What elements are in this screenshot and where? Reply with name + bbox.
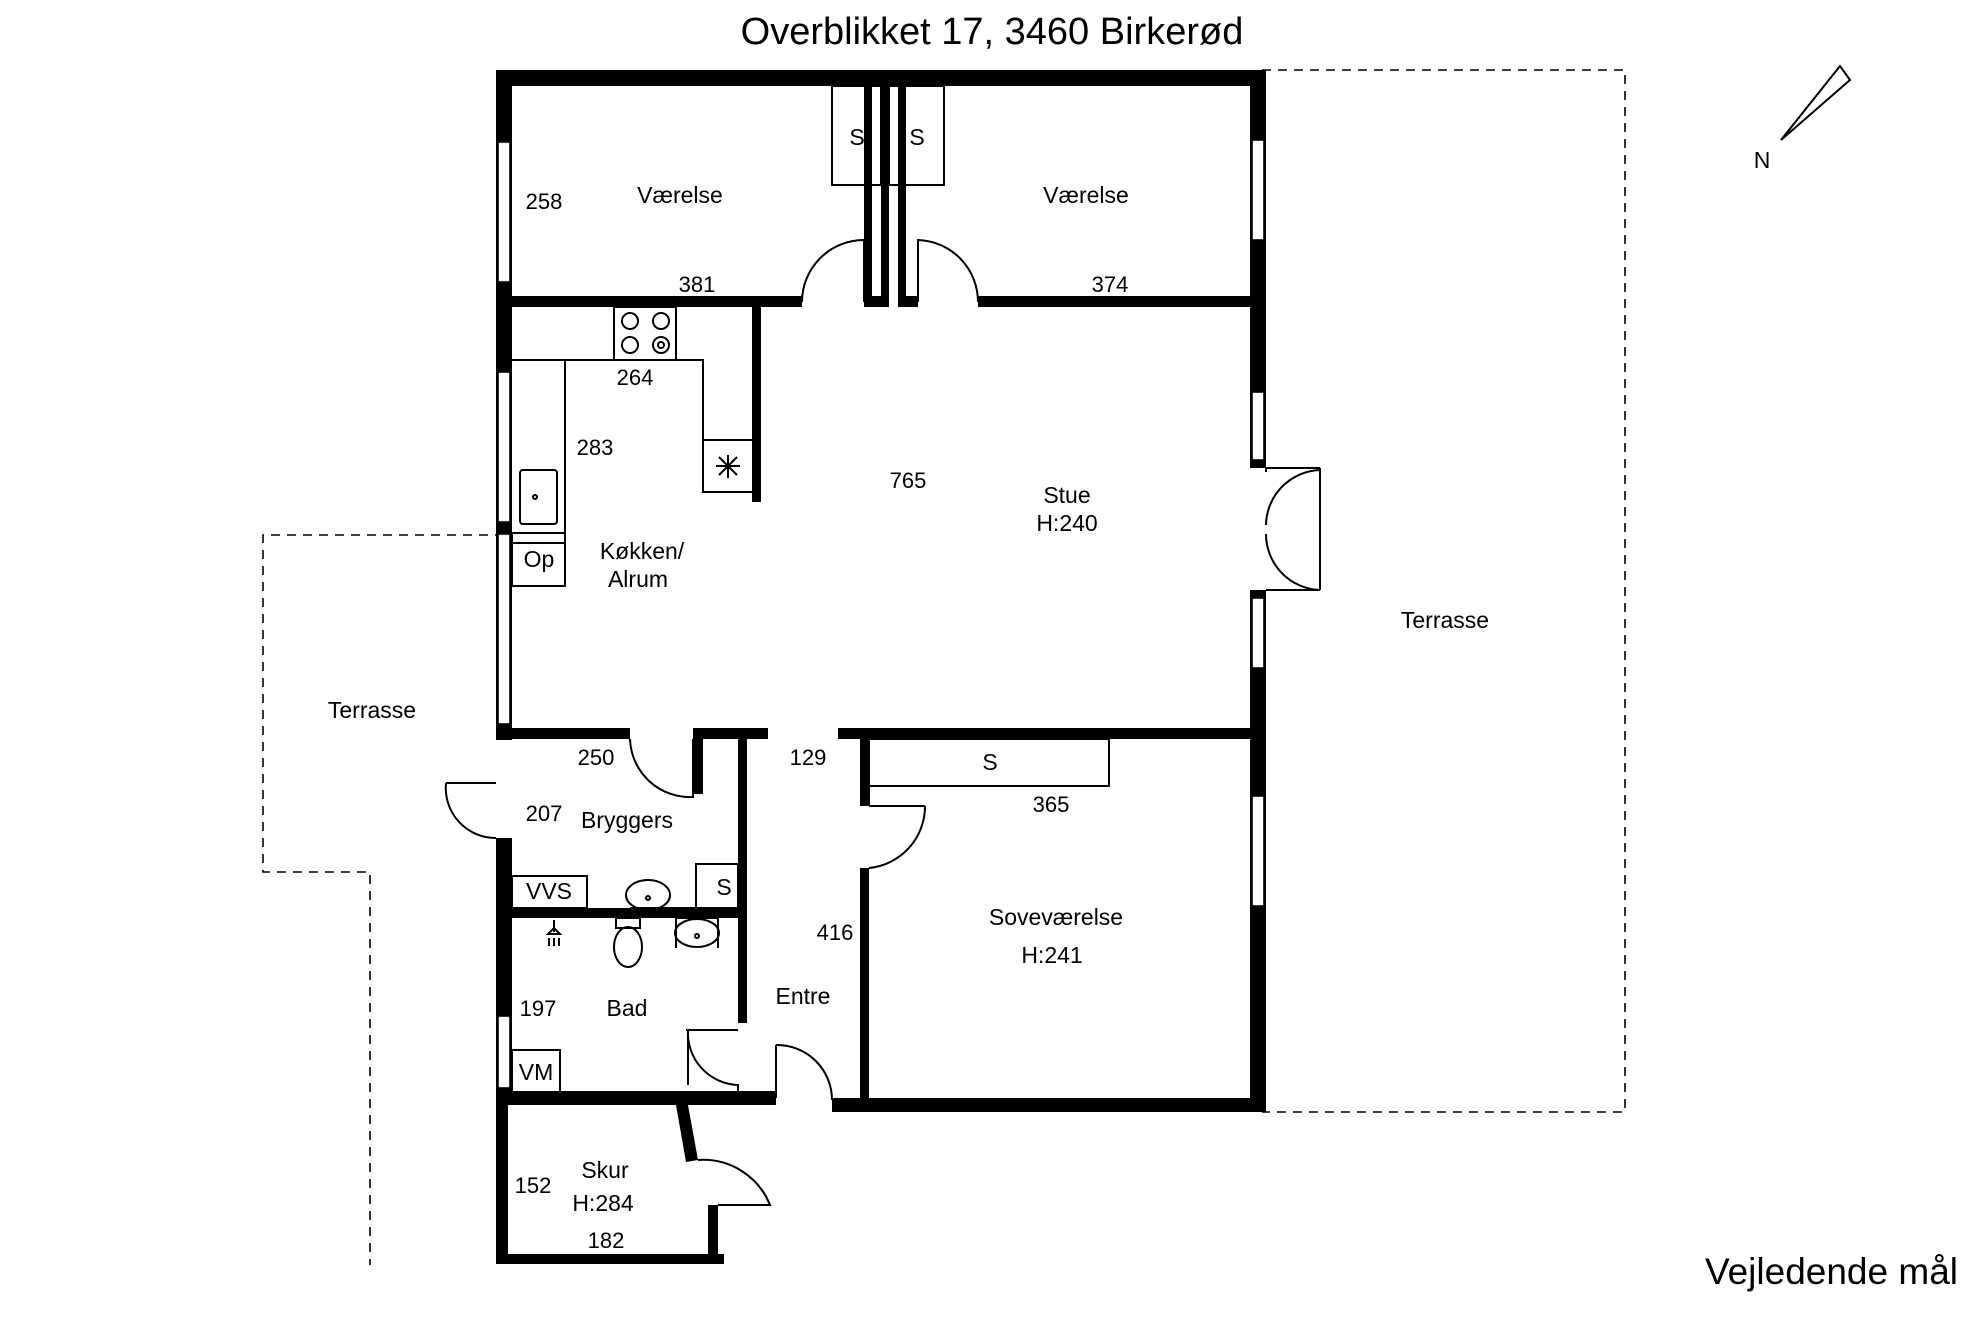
room-name-skur: Skur [581, 1157, 629, 1183]
compass-label: N [1754, 147, 1771, 173]
room-name-bad: Bad [607, 995, 648, 1021]
room-name-bryggers: Bryggers [581, 807, 673, 833]
room-name-vaerelse-left: Værelse [637, 182, 723, 208]
plan-title: Overblikket 17, 3460 Birkerød [741, 11, 1244, 53]
dimension-label: 129 [790, 745, 827, 770]
terrace-right-outline [1262, 69, 1626, 1113]
room-name-kitchen: Alrum [608, 566, 668, 592]
utility-fixtures [511, 875, 720, 1095]
washer-label: VM [519, 1059, 554, 1085]
dimension-label: 258 [526, 189, 563, 214]
walls [496, 70, 1266, 1264]
dimension-label: 264 [617, 365, 654, 390]
terrace-left-outline [262, 534, 504, 1265]
dimension-label: 250 [578, 745, 615, 770]
dimension-label: 207 [526, 801, 563, 826]
room-height-skur: H:284 [572, 1190, 634, 1216]
disclaimer-note: Vejledende mål [1705, 1251, 1958, 1292]
dimension-label: 197 [520, 996, 557, 1021]
extractor-fan-icon [716, 455, 740, 478]
dimension-label: 365 [1033, 792, 1070, 817]
room-name-terrace-left: Terrasse [328, 697, 416, 723]
oven-cabinet-label: Op [524, 546, 555, 572]
water-heater-label: VVS [526, 878, 572, 904]
closet-label: S [982, 749, 997, 775]
windows [497, 139, 1265, 1089]
closet-label: S [849, 124, 864, 150]
dimension-label: 374 [1092, 272, 1129, 297]
room-name-kitchen: Køkken/ [600, 538, 685, 564]
closet-label: S [909, 124, 924, 150]
north-arrow-icon [1780, 64, 1852, 141]
dimension-label: 283 [577, 435, 614, 460]
room-name-terrace-right: Terrasse [1401, 607, 1489, 633]
closets [695, 85, 1110, 909]
room-name-entre: Entre [776, 983, 831, 1009]
dimension-label: 381 [679, 272, 716, 297]
room-name-sovevaerelse: Soveværelse [989, 904, 1123, 930]
dimension-label: 182 [588, 1228, 625, 1253]
dimension-label: 765 [890, 468, 927, 493]
closet-label: S [716, 874, 731, 900]
dimension-label: 416 [817, 920, 854, 945]
room-name-stue: Stue [1043, 482, 1090, 508]
dimension-label: 152 [515, 1173, 552, 1198]
room-height-sovevaerelse: H:241 [1021, 942, 1082, 968]
room-name-vaerelse-right: Værelse [1043, 182, 1129, 208]
room-height-stue: H:240 [1036, 510, 1097, 536]
kitchen-counter [511, 306, 752, 587]
doors [444, 238, 1321, 1206]
